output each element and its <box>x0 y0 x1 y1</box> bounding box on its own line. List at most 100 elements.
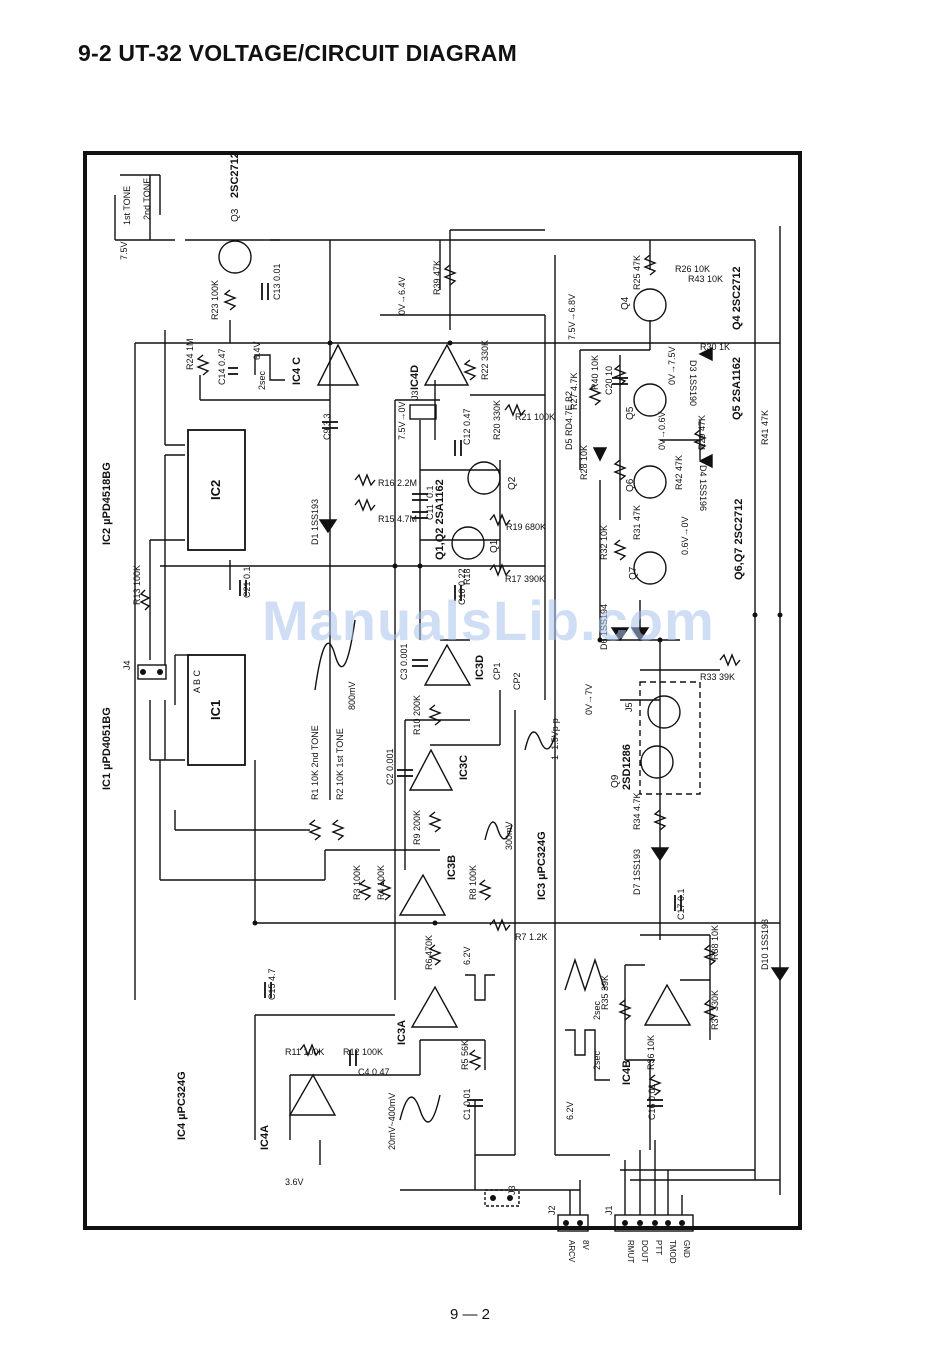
r18-label: R18 <box>462 568 472 585</box>
r24-label: R24 1M <box>185 338 195 370</box>
ic3-part-label: IC3 µPC324G <box>536 831 548 900</box>
r3-label: R3 100K <box>352 865 362 900</box>
r25-label: R25 47K <box>632 255 642 290</box>
q3-part-label: 2SC2712 <box>229 152 241 198</box>
r11-label: R11 100K <box>285 1047 324 1057</box>
r43-label: R43 10K <box>688 274 723 284</box>
q4-label: Q4 <box>620 296 631 310</box>
r16-label: R16 2.2M <box>378 478 417 488</box>
r37-label: R37 330K <box>710 990 720 1030</box>
r19-label: R19 680K <box>506 522 546 532</box>
ic2-label: IC2 <box>208 480 223 500</box>
q2-label: Q2 <box>507 476 518 490</box>
r1-label: R1 10K 2nd TONE <box>310 725 320 800</box>
c12-label: C12 0.47 <box>462 408 472 445</box>
j1-label: J1 <box>604 1205 614 1215</box>
r13-label: R13 100K <box>132 565 142 605</box>
j5-label: J5 <box>624 702 634 712</box>
j2-pin-label: ARCV <box>567 1240 576 1263</box>
q6q7-part-label: Q6,Q7 2SC2712 <box>733 499 745 580</box>
r12-label: R12 100K <box>343 1047 383 1057</box>
r8-label: R8 100K <box>468 865 478 900</box>
r9-label: R9 200K <box>412 810 422 845</box>
ic2-part-label: IC2 µPD4518BG <box>101 462 113 545</box>
r34-label: R34 4.7K <box>632 792 642 830</box>
c21-label: C21 0.1 <box>242 566 252 598</box>
q5-part-label: Q5 2SA1162 <box>731 357 743 420</box>
j4-label: J4 <box>122 660 132 670</box>
q9-label: Q9 <box>610 774 621 788</box>
q9-part-label: 2SD1286 <box>621 744 633 790</box>
j2-pin-label: 8V <box>581 1240 590 1250</box>
j1-pin-label: RMUT <box>626 1240 635 1263</box>
sec2_c-label: 2sec <box>592 1050 602 1070</box>
ic1-label: IC1 <box>208 700 223 720</box>
v_0_6_4-label: 0V→6.4V <box>397 276 407 315</box>
q4-part-label: Q4 2SC2712 <box>731 266 743 330</box>
v_6_2b-label: 6.2V <box>565 1101 575 1120</box>
c17-label: C17 0.1 <box>676 888 686 920</box>
c3-label: C3 0.001 <box>399 643 409 680</box>
r30-label: R30 1K <box>700 342 730 352</box>
q1-label: Q1 <box>489 539 500 553</box>
mv_800-label: 800mV <box>347 681 357 710</box>
j2-label: J2 <box>547 1205 557 1215</box>
ic4b-label: IC4B <box>621 1060 633 1085</box>
c14-label: C14 0.47 <box>217 348 227 385</box>
ic4c-label: IC4 C <box>291 357 303 385</box>
j1-pin-label: TMOD <box>668 1240 677 1264</box>
mv_300-label: 300mV <box>504 821 514 850</box>
d10-label: D10 1SS193 <box>760 919 770 970</box>
d7-label: D7 1SS193 <box>632 849 642 895</box>
page-number: 9 — 2 <box>450 1306 491 1323</box>
c4-label: C4 0.47 <box>358 1067 390 1077</box>
tone1-label: 1st TONE <box>122 186 132 225</box>
d1-label: D1 1SS193 <box>310 499 320 545</box>
r29-label: R29 47K <box>697 415 707 450</box>
ic1-part-label: IC1 µPD4051BG <box>101 707 113 790</box>
ic3b-label: IC3B <box>446 855 458 880</box>
r21-label: R21 100K <box>515 412 555 422</box>
sec2_b-label: 2sec <box>592 1000 602 1020</box>
r33-label: R33 39K <box>700 672 735 682</box>
d5-label: D5 RD4.7E B2 <box>564 391 574 450</box>
v_0_75-label: 0V→7.5V <box>667 346 677 385</box>
v_7_5-label: 7.5V <box>119 241 129 260</box>
r2-label: R2 10K 1st TONE <box>335 728 345 800</box>
ic4-part-label: IC4 µPC324G <box>176 1071 188 1140</box>
d4-label: D4 1SS196 <box>698 465 708 511</box>
j3b-label: J3 <box>507 1185 517 1195</box>
cp1-label: CP1 <box>492 662 502 680</box>
d3-label: D3 1SS190 <box>688 360 698 406</box>
j1-pin-label: GND <box>682 1240 691 1258</box>
r39-label: R39 47K <box>432 260 442 295</box>
r41-label: R41 47K <box>760 410 770 445</box>
q5-label: Q5 <box>625 406 636 420</box>
r22-label: R22 330K <box>480 340 490 380</box>
r15-label: R15 4.7M <box>378 514 417 524</box>
v_0_06-label: 0.6V→0V <box>680 516 690 555</box>
ic3d-label: IC3D <box>474 655 486 680</box>
vpp-label: 1~1.5Vp-p <box>550 718 560 760</box>
ic1-abc-label: A B C <box>192 669 202 693</box>
r28-label: R28 10K <box>579 445 589 480</box>
r26-label: R26 10K <box>675 264 710 274</box>
r10-label: R10 200K <box>412 695 422 735</box>
j1-pin-label: PTT <box>654 1240 663 1255</box>
j1-pin-label: DOUT <box>640 1240 649 1263</box>
page-title: 9-2 UT-32 VOLTAGE/CIRCUIT DIAGRAM <box>78 40 517 66</box>
r38-label: R38 10K <box>710 925 720 960</box>
r35-label: R35 39K <box>600 975 610 1010</box>
r31-label: R31 47K <box>632 505 642 540</box>
q1q2-part-label: Q1,Q2 2SA1162 <box>434 479 446 560</box>
ic4d-label: IC4D <box>409 365 421 390</box>
r6-label: R6 470K <box>424 935 434 970</box>
tone2-label: 2nd TONE <box>142 178 152 220</box>
ic3a-label: IC3A <box>396 1020 408 1045</box>
c20-label: C20 10 <box>604 366 614 395</box>
ic4a-label: IC4A <box>259 1125 271 1150</box>
c10-label: C10 0.22 <box>457 568 467 605</box>
d6-label: D6 1SS194 <box>599 604 609 650</box>
q7-label: Q7 <box>628 566 639 580</box>
